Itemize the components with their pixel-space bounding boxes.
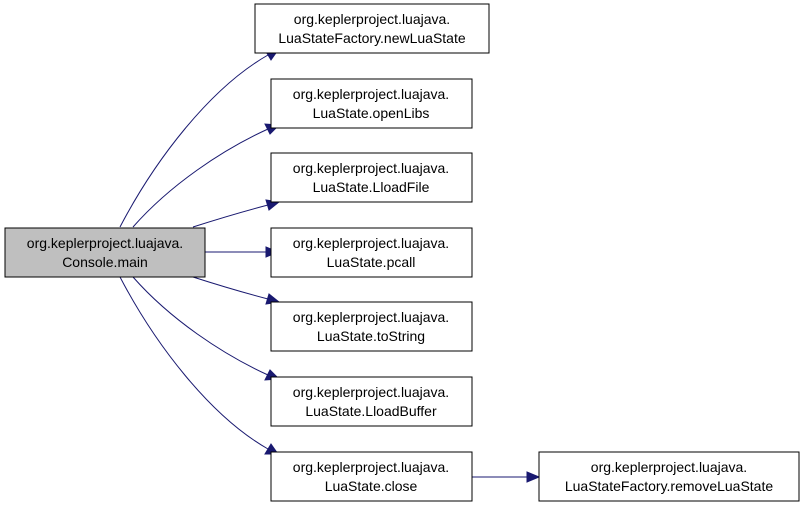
- node-lloadfile[interactable]: org.keplerproject.luajava. LuaState.Lloa…: [270, 152, 473, 203]
- node-label-line2: LuaState.LloadBuffer: [305, 403, 437, 419]
- node-tostring[interactable]: org.keplerproject.luajava. LuaState.toSt…: [270, 301, 473, 352]
- node-label-line2: LuaStateFactory.newLuaState: [278, 30, 466, 46]
- node-lloadbuffer[interactable]: org.keplerproject.luajava. LuaState.Lloa…: [270, 376, 473, 427]
- node-label-line2: Console.main: [62, 254, 148, 270]
- node-label-line1: org.keplerproject.luajava.: [27, 235, 183, 251]
- node-label-line2: LuaState.openLibs: [313, 105, 430, 121]
- node-newluastate[interactable]: org.keplerproject.luajava. LuaStateFacto…: [254, 3, 490, 54]
- node-label-line1: org.keplerproject.luajava.: [294, 11, 450, 27]
- edge-main-to-lloadfile: [192, 199, 281, 228]
- edge-main-to-openlibs: [132, 123, 281, 228]
- node-label-line1: org.keplerproject.luajava.: [293, 86, 449, 102]
- node-label-line2: LuaState.LloadFile: [313, 179, 430, 195]
- edge-main-to-newluastate: [119, 49, 279, 228]
- node-openlibs[interactable]: org.keplerproject.luajava. LuaState.open…: [270, 78, 473, 129]
- node-label-line2: LuaState.toString: [317, 328, 425, 344]
- node-label-line1: org.keplerproject.luajava.: [591, 459, 747, 475]
- node-removeluastate[interactable]: org.keplerproject.luajava. LuaStateFacto…: [538, 451, 800, 502]
- edge-main-to-lloadbuffer: [132, 276, 281, 381]
- edge-close-to-removeluastate: [472, 471, 541, 483]
- node-close[interactable]: org.keplerproject.luajava. LuaState.clos…: [270, 451, 473, 502]
- node-pcall[interactable]: org.keplerproject.luajava. LuaState.pcal…: [270, 227, 473, 278]
- edge-main-to-close: [119, 276, 279, 455]
- node-label-line2: LuaState.close: [325, 478, 418, 494]
- node-label-line2: LuaState.pcall: [327, 254, 416, 270]
- node-label-line2: LuaStateFactory.removeLuaState: [565, 478, 774, 494]
- edge-main-to-pcall: [205, 246, 280, 258]
- node-label-line1: org.keplerproject.luajava.: [293, 309, 449, 325]
- node-console-main[interactable]: org.keplerproject.luajava. Console.main: [4, 227, 206, 278]
- edge-main-to-tostring: [192, 276, 281, 305]
- node-label-line1: org.keplerproject.luajava.: [293, 235, 449, 251]
- node-label-line1: org.keplerproject.luajava.: [293, 459, 449, 475]
- node-label-line1: org.keplerproject.luajava.: [293, 160, 449, 176]
- node-label-line1: org.keplerproject.luajava.: [293, 384, 449, 400]
